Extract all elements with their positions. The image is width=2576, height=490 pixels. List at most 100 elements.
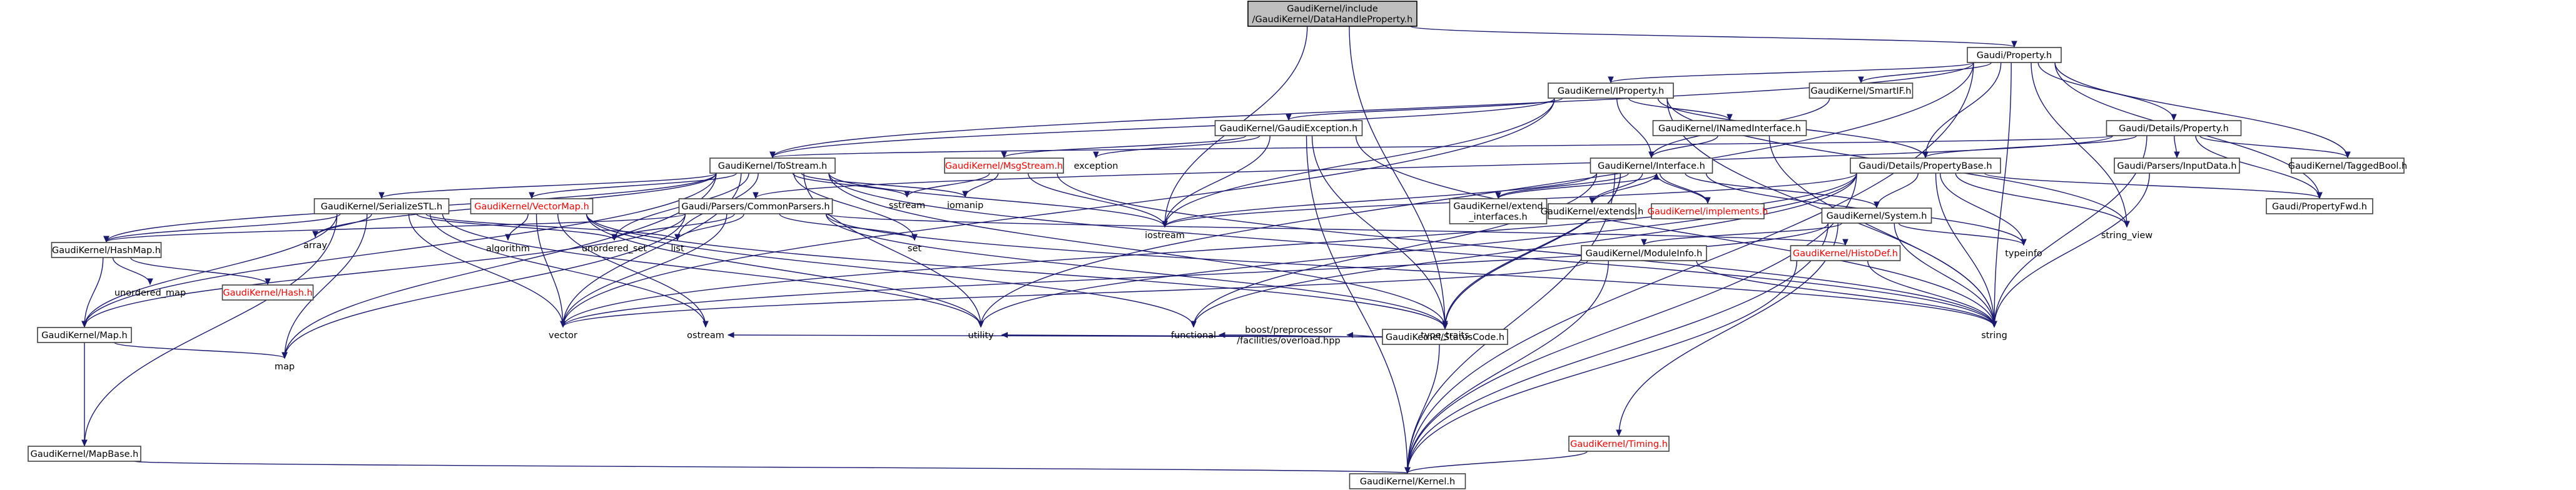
edge-interface-to-extend_interfaces (1495, 172, 1629, 199)
node-label: GaudiKernel/extend (1453, 202, 1543, 212)
edge-arrowhead (147, 278, 153, 286)
edge-line (1407, 451, 1588, 474)
node-label: GaudiKernel/Interface.h (1598, 161, 1705, 171)
edge-line (1898, 222, 2024, 246)
node-iproperty[interactable]: GaudiKernel/IProperty.h (1548, 82, 1674, 99)
node-box (2266, 198, 2373, 214)
edge-line (112, 257, 151, 285)
edge-line (1349, 26, 1446, 329)
node-kernel[interactable]: GaudiKernel/Kernel.h (1349, 473, 1466, 489)
node-system[interactable]: GaudiKernel/System.h (1821, 208, 1932, 224)
node-mapbase[interactable]: GaudiKernel/MapBase.h (28, 446, 141, 462)
node-interface[interactable]: GaudiKernel/Interface.h (1590, 158, 1713, 174)
node-label: Gaudi/Details/Property.h (2119, 124, 2229, 134)
edge-line (84, 213, 338, 328)
node-vector: vector (549, 331, 577, 341)
edge-tostream-to-iostream (828, 172, 1168, 228)
edge-line (828, 172, 1165, 228)
edge-line (442, 213, 981, 328)
node-hash[interactable]: GaudiKernel/Hash.h (221, 284, 314, 301)
node-details-property[interactable]: Gaudi/Details/Property.h (2106, 120, 2242, 136)
node-map-h[interactable]: GaudiKernel/Map.h (37, 327, 132, 343)
edge-arrowhead (2171, 114, 2177, 121)
node-vectormap[interactable]: GaudiKernel/VectorMap.h (470, 198, 594, 214)
edge-timing-to-kernel (1404, 451, 1588, 474)
edge-line (2199, 135, 2348, 158)
edge-tostream-to-serializestl (378, 172, 717, 199)
edge-iproperty-to-gaudiexception (1285, 98, 1563, 121)
node-gaudiexception[interactable]: GaudiKernel/GaudiException.h (1214, 120, 1363, 136)
edge-tostream-to-vectormap (529, 172, 737, 199)
node-label: GaudiKernel/Kernel.h (1360, 477, 1455, 487)
node-histodef[interactable]: GaudiKernel/HistoDef.h (1790, 245, 1901, 261)
node-implements[interactable]: GaudiKernel/implements.h (1648, 203, 1768, 219)
edge-line (1407, 260, 1609, 474)
node-label: GaudiKernel/ToStream.h (718, 161, 828, 171)
node-statuscode[interactable]: GaudiKernel/StatusCode.h (1382, 329, 1508, 345)
node-set: set (908, 244, 921, 254)
edge-gp_property-to-string (1991, 62, 2012, 328)
node-serializestl[interactable]: GaudiKernel/SerializeSTL.h (313, 198, 450, 214)
node-box (1790, 245, 1901, 261)
node-moduleinfo[interactable]: GaudiKernel/ModuleInfo.h (1581, 245, 1707, 261)
edge-line (772, 62, 1974, 158)
edge-statuscode-to-ostream (727, 332, 1383, 338)
edge-serializestl-to-array (312, 213, 372, 238)
edge-line (114, 342, 285, 359)
edge-line (557, 213, 706, 328)
edge-line (1444, 172, 1621, 328)
edge-arrowhead (103, 236, 109, 243)
node-label: GaudiKernel/SmartIF.h (1811, 86, 1912, 96)
node-label: GaudiKernel/Hash.h (223, 288, 312, 298)
node-msgstream[interactable]: GaudiKernel/MsgStream.h (944, 158, 1064, 174)
node-commonparsers[interactable]: Gaudi/Parsers/CommonParsers.h (678, 198, 833, 214)
edge-statuscode-to-functional (1218, 332, 1383, 338)
edge-arrowhead (611, 234, 617, 241)
node-box (51, 242, 162, 258)
edge-line (906, 172, 990, 198)
edge-line (562, 98, 1555, 328)
edge-propertybase-to-propertyfwd (1984, 172, 2323, 199)
node-propertybase[interactable]: Gaudi/Details/PropertyBase.h (1850, 158, 2001, 174)
edge-arrowhead (2345, 151, 2351, 159)
node-box (2106, 120, 2242, 136)
edge-line (1876, 172, 1919, 208)
node-extend-interfaces[interactable]: GaudiKernel/extend_interfaces.h (1449, 198, 1548, 224)
edge-line (284, 213, 686, 359)
node-label: GaudiKernel/StatusCode.h (1386, 332, 1504, 342)
node-label: Gaudi/Details/PropertyBase.h (1858, 161, 1992, 171)
edge-arrowhead (1641, 239, 1647, 246)
node-inputdata[interactable]: Gaudi/Parsers/InputData.h (2114, 158, 2240, 174)
edge-root-to-statuscode (1349, 26, 1448, 330)
edge-line (562, 172, 1857, 328)
node-root[interactable]: GaudiKernel/include/GaudiKernel/DataHand… (1247, 1, 1417, 27)
node-propertyfwd[interactable]: Gaudi/PropertyFwd.h (2266, 198, 2373, 214)
edge-line (416, 213, 615, 241)
edge-line (408, 213, 564, 328)
edge-line (1001, 334, 1383, 338)
edge-line (535, 213, 564, 328)
edge-arrowhead (1653, 172, 1660, 180)
edge-commonparsers-to-list (674, 213, 744, 241)
node-box (709, 158, 836, 174)
edge-arrowhead (1608, 76, 1614, 84)
edge-msgstream-to-iomanip (962, 172, 999, 198)
node-tostream[interactable]: GaudiKernel/ToStream.h (709, 158, 836, 174)
node-box (1808, 82, 1914, 99)
node-smartif[interactable]: GaudiKernel/SmartIF.h (1808, 82, 1914, 99)
edge-line (1219, 334, 1383, 338)
edge-arrowhead (529, 192, 535, 199)
edge-hashmap-to-map_h (81, 257, 104, 328)
node-timing[interactable]: GaudiKernel/Timing.h (1568, 436, 1670, 452)
edge-root-to-gp_property (1410, 26, 2017, 48)
node-gp-property[interactable]: Gaudi/Property.h (1967, 47, 2062, 63)
node-taggedbool[interactable]: GaudiKernel/TaggedBool.h (2288, 158, 2407, 174)
edge-arrowhead (560, 321, 566, 328)
node-hashmap[interactable]: GaudiKernel/HashMap.h (51, 242, 162, 258)
node-extends[interactable]: GaudiKernel/extends.h (1541, 203, 1644, 219)
edge-implements-to-interface (1653, 172, 1708, 204)
node-inamedinterface[interactable]: GaudiKernel/INamedInterface.h (1652, 120, 1807, 136)
edge-map_h-to-map (114, 342, 288, 359)
edge-line (1407, 260, 1798, 474)
